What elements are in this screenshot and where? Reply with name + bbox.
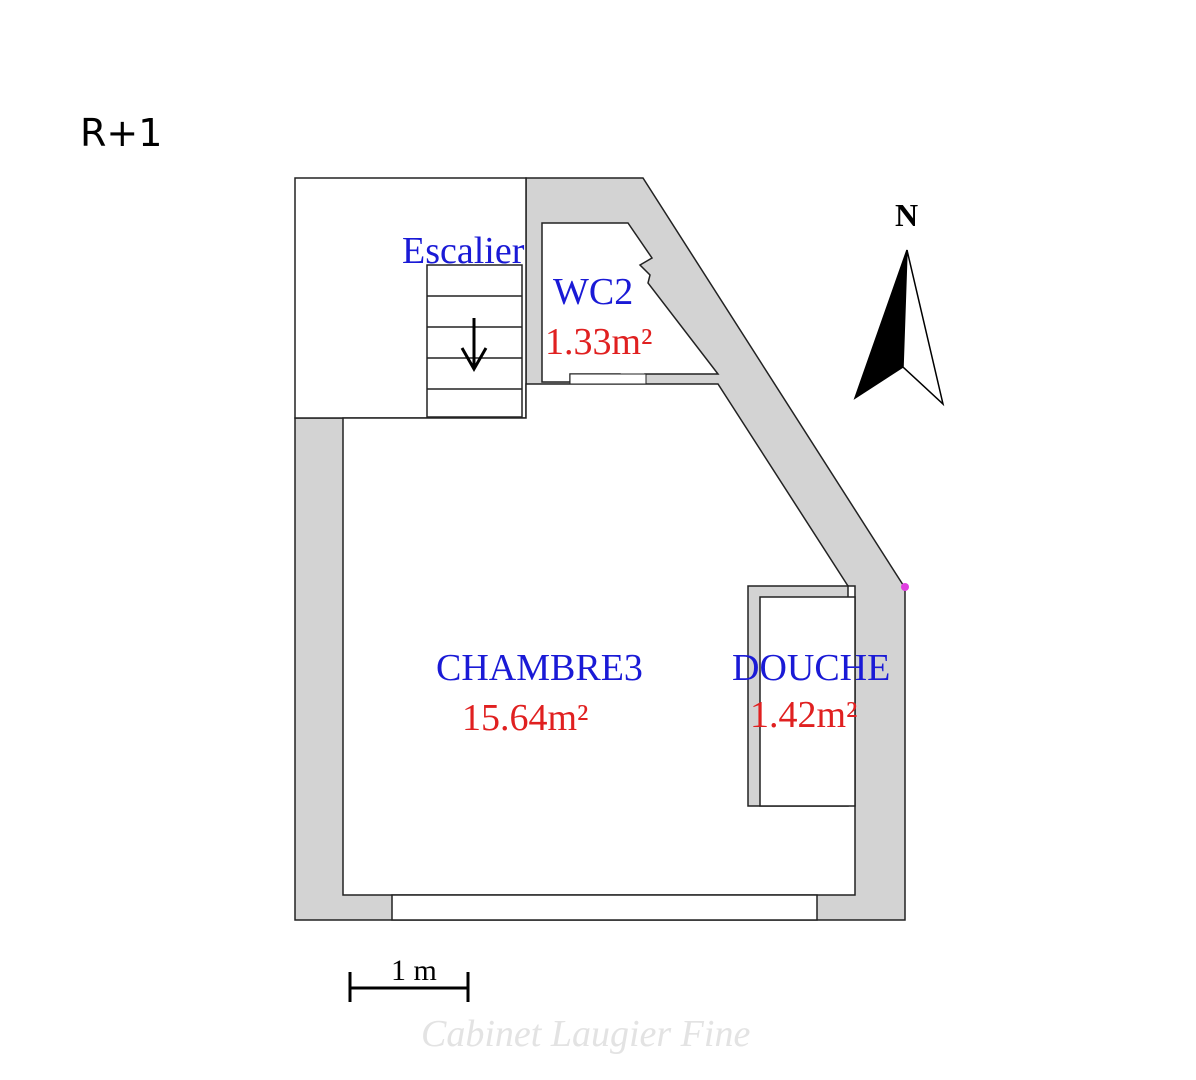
room-chambre3-name: CHAMBRE3 (436, 647, 643, 689)
room-wc2-area: 1.33m² (545, 321, 652, 363)
room-douche-name: DOUCHE (732, 647, 890, 689)
room-douche-floor (759, 596, 856, 807)
watermark: Cabinet Laugier Fine (421, 1013, 750, 1055)
north-label: N (895, 197, 918, 233)
stair-down-arrow-icon (460, 318, 488, 373)
room-wc2-name: WC2 (553, 271, 633, 313)
corner-marker (901, 583, 909, 591)
room-chambre3-area: 15.64m² (462, 697, 588, 739)
level-label: R+1 (80, 111, 162, 155)
window-bottom (391, 894, 818, 921)
staircase (426, 264, 523, 418)
wc2-door (569, 373, 647, 385)
room-douche-area: 1.42m² (750, 694, 857, 736)
north-arrow-icon: N (853, 197, 945, 407)
scale-bar: 1 m (348, 954, 470, 1002)
scale-bar-label: 1 m (391, 954, 437, 987)
room-escalier-name: Escalier (402, 230, 525, 272)
